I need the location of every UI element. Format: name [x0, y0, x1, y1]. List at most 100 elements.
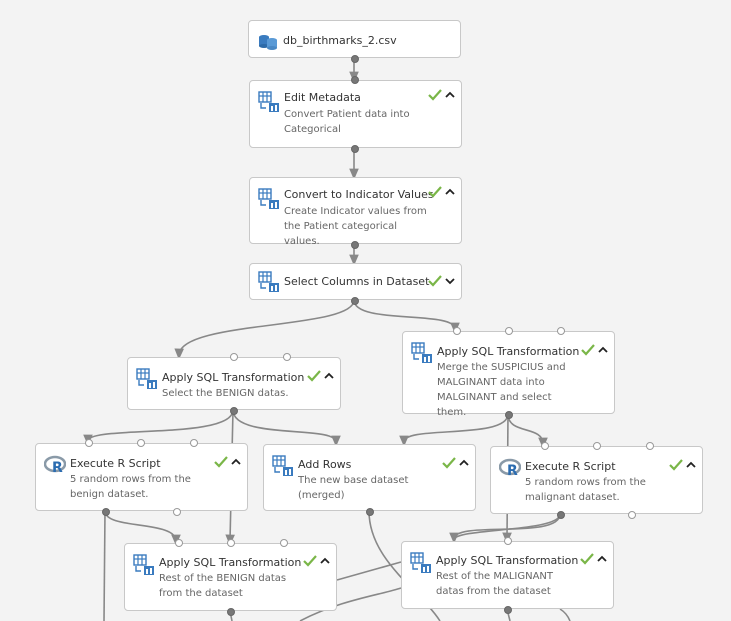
input-port[interactable] — [230, 353, 238, 361]
r-script-icon: R — [43, 454, 67, 476]
output-port[interactable] — [351, 297, 359, 305]
input-port[interactable] — [85, 439, 93, 447]
database-icon — [257, 29, 279, 51]
output-port[interactable] — [366, 508, 374, 516]
dataset-node[interactable]: db_birthmarks_2.csv — [248, 20, 461, 63]
wire-rbenign-down — [103, 510, 106, 621]
chevron-up-icon[interactable] — [445, 90, 455, 100]
table-transform-icon — [258, 91, 280, 113]
node-title: Execute R Script — [70, 457, 161, 470]
node-description: Select the BENIGN datas. — [162, 388, 289, 399]
check-icon — [303, 555, 317, 567]
sql-rest-malignant-node[interactable]: Apply SQL Transformation Rest of the MAL… — [401, 537, 614, 614]
convert-indicator-node[interactable]: Convert to Indicator Values Create Indic… — [249, 177, 462, 249]
output-port[interactable] — [557, 511, 565, 519]
check-icon — [669, 459, 683, 471]
wire-rmalignant-restmalignant-a — [449, 513, 561, 544]
chevron-up-icon[interactable] — [320, 556, 330, 566]
node-title: Convert to Indicator Values — [284, 188, 434, 201]
node-description: Rest of the BENIGN datas from the datase… — [159, 573, 287, 599]
node-status — [428, 186, 455, 198]
node-title: Apply SQL Transformation — [436, 554, 579, 567]
table-transform-icon — [410, 552, 432, 574]
chevron-up-icon[interactable] — [686, 460, 696, 470]
table-transform-icon — [258, 271, 280, 293]
wire-rmalignant-restmalignant-b — [453, 513, 561, 540]
output-port[interactable] — [505, 411, 513, 419]
input-port[interactable] — [646, 442, 654, 450]
node-title: db_birthmarks_2.csv — [283, 34, 397, 47]
table-transform-icon — [133, 554, 155, 576]
input-port[interactable] — [504, 537, 512, 545]
node-status — [442, 457, 469, 469]
output-port[interactable] — [504, 606, 512, 614]
wire-sqlbenign-addrows — [232, 409, 341, 447]
node-title: Apply SQL Transformation — [162, 371, 305, 384]
check-icon — [214, 456, 228, 468]
wire-sqlbenign-rbenign — [83, 409, 234, 446]
chevron-up-icon[interactable] — [597, 554, 607, 564]
chevron-up-icon[interactable] — [231, 457, 241, 467]
check-icon — [581, 344, 595, 356]
input-port[interactable] — [283, 353, 291, 361]
output-port[interactable] — [351, 55, 359, 63]
sql-benign-node[interactable]: Apply SQL Transformation Select the BENI… — [127, 353, 341, 415]
edit-metadata-node[interactable]: Edit Metadata Convert Patient data into … — [249, 76, 462, 153]
node-description: Convert Patient data into Categorical — [284, 109, 410, 135]
check-icon — [580, 553, 594, 565]
node-title: Edit Metadata — [284, 91, 361, 104]
chevron-down-icon[interactable] — [445, 276, 455, 286]
node-title: Add Rows — [298, 458, 352, 471]
check-icon — [442, 457, 456, 469]
output-port[interactable] — [173, 508, 181, 516]
node-status — [214, 456, 241, 468]
output-port[interactable] — [230, 407, 238, 415]
input-port[interactable] — [541, 442, 549, 450]
chevron-up-icon[interactable] — [324, 371, 334, 381]
input-port[interactable] — [557, 327, 565, 335]
add-rows-node[interactable]: Add Rows The new base dataset (merged) — [263, 444, 476, 516]
input-port[interactable] — [175, 539, 183, 547]
output-port[interactable] — [102, 508, 110, 516]
node-description: Rest of the MALIGNANT datas from the dat… — [436, 571, 554, 597]
node-status — [428, 89, 455, 101]
wire-restbenign-across — [336, 561, 402, 581]
input-port[interactable] — [227, 539, 235, 547]
table-transform-icon — [136, 368, 158, 390]
output-port[interactable] — [351, 241, 359, 249]
input-port[interactable] — [137, 439, 145, 447]
node-title: Apply SQL Transformation — [437, 345, 580, 358]
select-columns-node[interactable]: Select Columns in Dataset — [249, 263, 462, 305]
input-port[interactable] — [453, 327, 461, 335]
output-port[interactable] — [628, 511, 636, 519]
chevron-up-icon[interactable] — [445, 187, 455, 197]
wire-restmalignant-right — [559, 608, 571, 621]
table-transform-icon — [272, 455, 294, 477]
output-port[interactable] — [227, 608, 235, 616]
node-title: Apply SQL Transformation — [159, 556, 302, 569]
chevron-up-icon[interactable] — [598, 345, 608, 355]
sql-malignant-node[interactable]: Apply SQL Transformation Merge the SUSPI… — [402, 327, 615, 419]
node-title: Execute R Script — [525, 460, 616, 473]
node-status — [307, 370, 334, 382]
input-port[interactable] — [505, 327, 513, 335]
r-script-benign-node[interactable]: R Execute R Script 5 random rows from th… — [35, 439, 248, 516]
input-port[interactable] — [190, 439, 198, 447]
chevron-up-icon[interactable] — [459, 458, 469, 468]
table-transform-icon — [258, 188, 280, 210]
check-icon — [428, 275, 442, 287]
output-port[interactable] — [351, 145, 359, 153]
node-description: Merge the SUSPICIUS and MALGINANT data i… — [437, 362, 566, 418]
node-description: 5 random rows from the benign dataset. — [70, 474, 191, 500]
node-description: 5 random rows from the malignant dataset… — [525, 477, 646, 503]
sql-rest-benign-node[interactable]: Apply SQL Transformation Rest of the BEN… — [124, 539, 337, 616]
wire-select-sqlbenign — [174, 299, 355, 360]
input-port[interactable] — [351, 76, 359, 84]
input-port[interactable] — [280, 539, 288, 547]
table-transform-icon — [411, 342, 433, 364]
input-port[interactable] — [593, 442, 601, 450]
r-script-malignant-node[interactable]: R Execute R Script 5 random rows from th… — [490, 442, 703, 519]
check-icon — [428, 186, 442, 198]
wire-rbenign-restbenign — [104, 510, 181, 546]
